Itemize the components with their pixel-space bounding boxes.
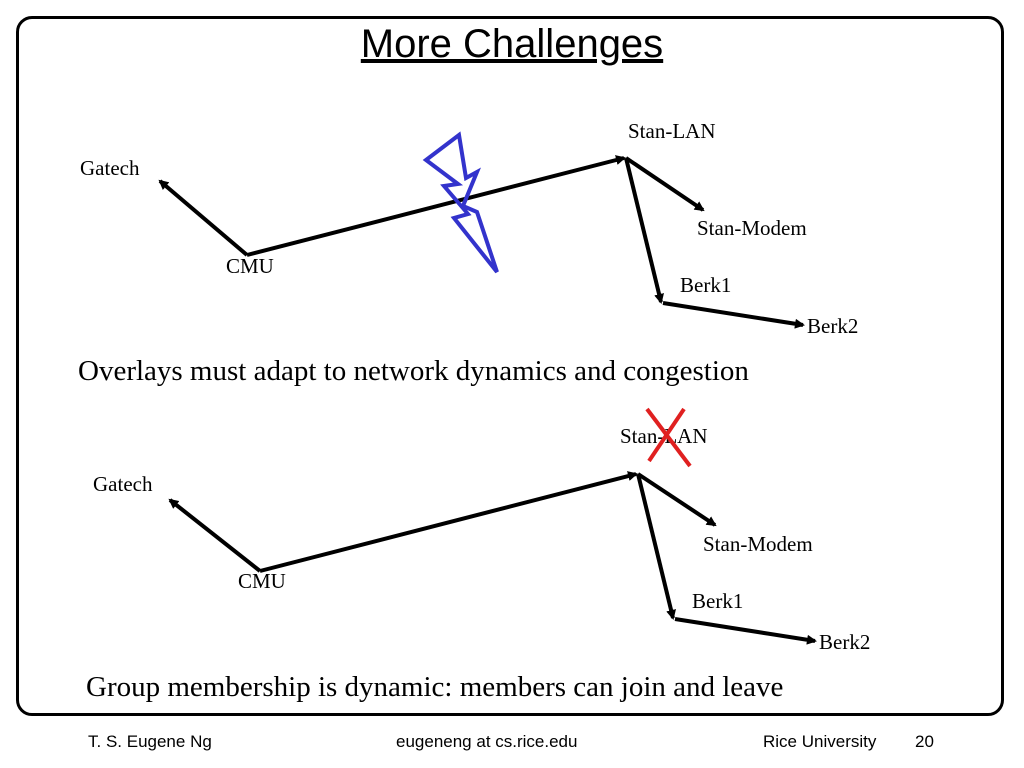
edge-cmu-gatech [158, 179, 249, 257]
edge-cmu-gatech [168, 498, 262, 573]
node-cmu: CMU [238, 569, 286, 593]
node-berk1: Berk1 [680, 273, 731, 297]
node-berk2: Berk2 [819, 630, 870, 654]
footer-email: eugeneng at cs.rice.edu [396, 732, 578, 751]
footer-author: T. S. Eugene Ng [88, 732, 212, 751]
node-gatech: Gatech [80, 156, 140, 180]
node-cmu: CMU [226, 254, 274, 278]
slide-title: More Challenges [360, 22, 664, 66]
edge-cmu-stan-lan [246, 155, 626, 257]
node-stan-modem: Stan-Modem [703, 532, 813, 556]
edge-berk1-berk2 [662, 301, 805, 329]
caption-network-dynamics: Overlays must adapt to network dynamics … [78, 355, 749, 387]
edge-stan-lan-berk1 [636, 473, 676, 620]
node-stan-modem: Stan-Modem [697, 216, 807, 240]
node-berk2: Berk2 [807, 314, 858, 338]
node-stan-lan: Stan-LAN [628, 119, 716, 143]
slide-frame [16, 16, 1004, 716]
caption-group-membership: Group membership is dynamic: members can… [86, 671, 784, 703]
diagram-top: Gatech CMU Stan-LAN Stan-Modem Berk1 Ber… [80, 119, 858, 338]
edge-berk1-berk2 [674, 617, 817, 645]
node-gatech: Gatech [93, 472, 153, 496]
footer-institution: Rice University [763, 732, 877, 751]
lightning-icon [422, 131, 499, 274]
footer-page-number: 20 [915, 732, 934, 751]
edge-cmu-stan-lan [259, 471, 638, 573]
edge-stan-lan-stan-modem [624, 156, 705, 212]
edge-stan-lan-berk1 [624, 157, 664, 304]
node-berk1: Berk1 [692, 589, 743, 613]
diagram-bottom: Gatech CMU Stan-LAN Stan-Modem Berk1 Ber… [93, 407, 870, 654]
edge-stan-lan-stan-modem [636, 472, 717, 527]
cross-icon [645, 407, 692, 468]
